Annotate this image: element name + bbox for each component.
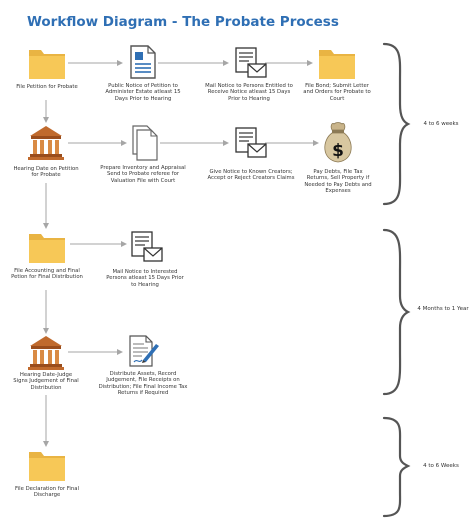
step-give-notice-creditors-label: Give Notice to Known Creators; Accept or… (207, 169, 295, 182)
duration-phase3-label: 4 to 6 Weeks (423, 463, 459, 469)
folder-icon (319, 50, 355, 79)
duration-phase1-label: 4 to 6 weeks (423, 121, 459, 127)
step-mail-notice-interested-label: Mail Notice to Interested Persons atleas… (106, 269, 184, 288)
step-hearing-date-label: Hearing Date on Petition for Probate (13, 166, 79, 179)
page-title: Workflow Diagram - The Probate Process (27, 14, 339, 30)
money-bag-icon: $ (324, 122, 352, 163)
brace-phase2 (382, 228, 411, 396)
brace-phase1 (382, 42, 411, 206)
courthouse-icon (28, 336, 64, 370)
step-distribute-assets-label: Distribute Assets, Record Judgement, Fil… (98, 371, 188, 396)
step-file-accounting-label: File Accounting and Final Petion for Fin… (11, 268, 83, 281)
folder-icon (29, 234, 65, 263)
signed-document-icon (129, 335, 159, 367)
blank-documents-icon (132, 125, 158, 161)
step-file-declaration-label: File Declaration for Final Discharge (15, 486, 79, 499)
step-mail-notice-persons-label: Mail Notice to Persons Entitled to Recei… (205, 83, 293, 102)
step-hearing-judge-label: Hearing Date-Judge Signs Judgement of Fi… (13, 372, 79, 391)
brace-phase3 (382, 416, 411, 518)
courthouse-icon (28, 126, 64, 160)
step-prepare-inventory-label: Prepare Inventory and Appraisal Send to … (100, 165, 186, 184)
step-file-bond-label: File Bond; Submit Letter and Orders for … (303, 83, 371, 102)
step-public-notice-label: Public Notice of Petition to Administer … (105, 83, 181, 102)
mail-icon (131, 231, 163, 262)
folder-icon (29, 452, 65, 481)
step-pay-debts-label: Pay Debts, File Tax Returns, Sell Proper… (304, 169, 372, 194)
folder-icon (29, 50, 65, 79)
document-icon (130, 45, 156, 79)
svg-text:$: $ (332, 141, 344, 161)
mail-icon (235, 127, 267, 158)
duration-phase2-label: 4 Months to 1 Year (417, 306, 469, 312)
mail-icon (235, 47, 267, 78)
step-file-petition-label: File Petition for Probate (16, 84, 78, 90)
